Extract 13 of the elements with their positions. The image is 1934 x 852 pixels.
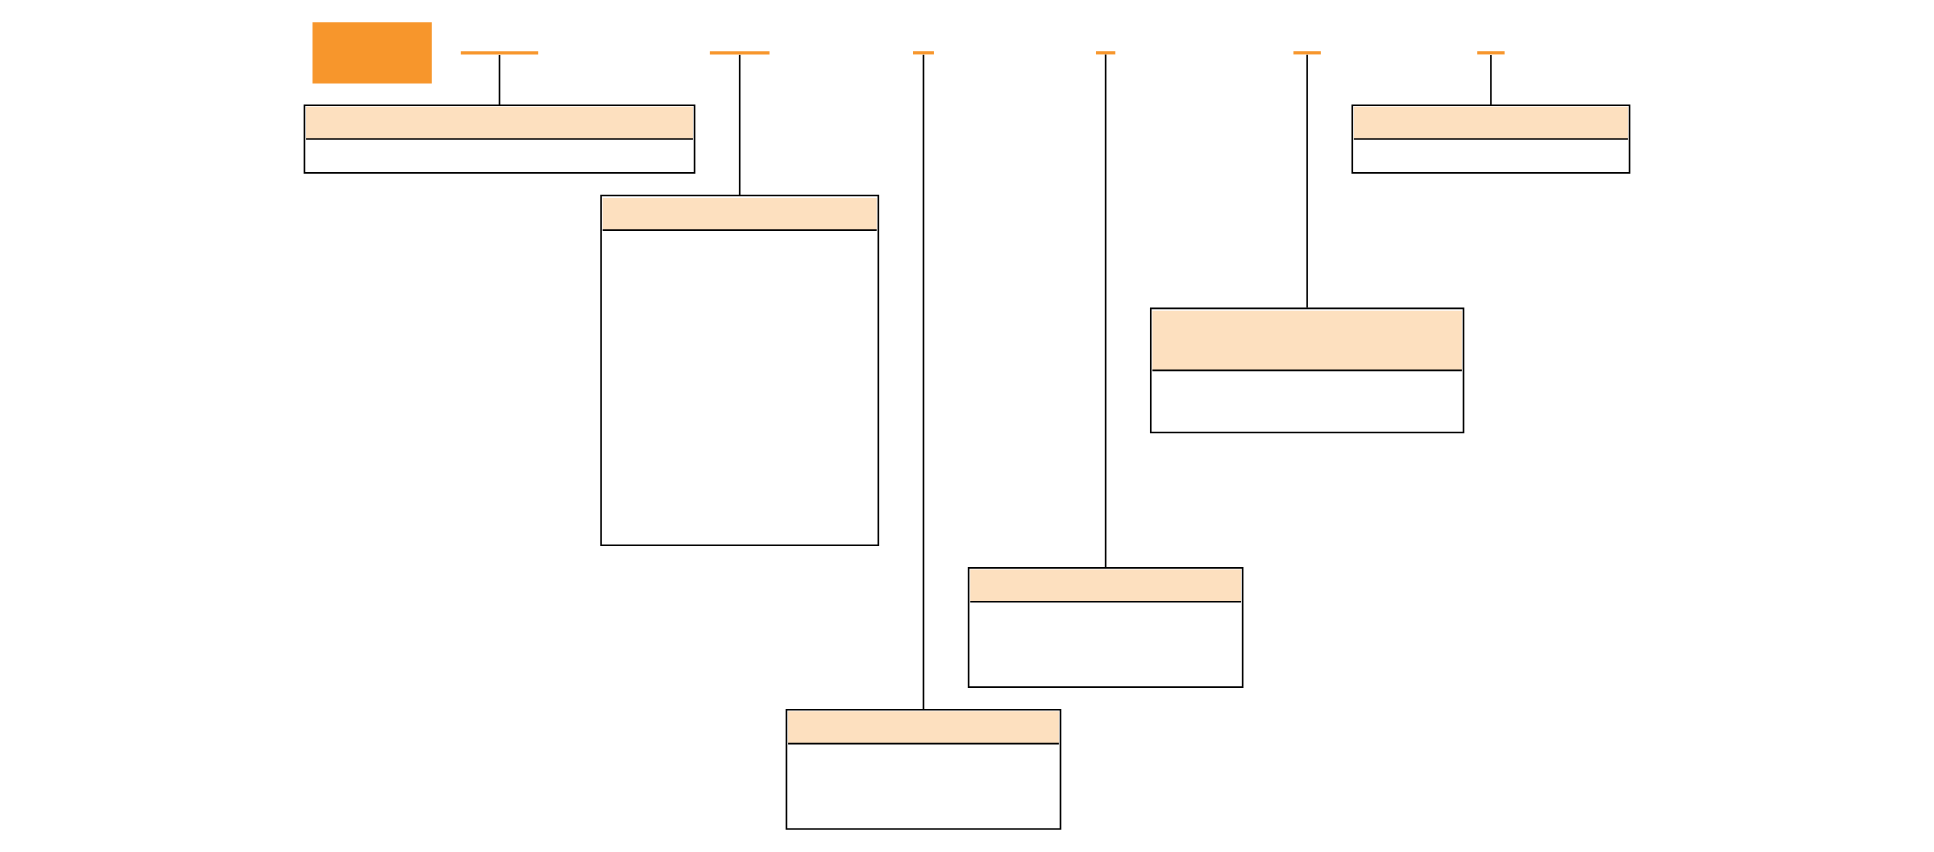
connector bbox=[1490, 54, 1492, 106]
connector bbox=[922, 54, 925, 711]
connector bbox=[1104, 53, 1107, 569]
node-bar bbox=[1293, 51, 1321, 55]
connector bbox=[498, 54, 501, 106]
node-bar bbox=[709, 51, 770, 55]
node-box bbox=[312, 22, 432, 84]
connector bbox=[1306, 54, 1308, 309]
node-bar bbox=[1477, 51, 1505, 55]
node-bar bbox=[913, 51, 934, 55]
node-bar bbox=[460, 51, 539, 55]
connector bbox=[738, 54, 741, 197]
node-bar bbox=[1095, 51, 1116, 55]
